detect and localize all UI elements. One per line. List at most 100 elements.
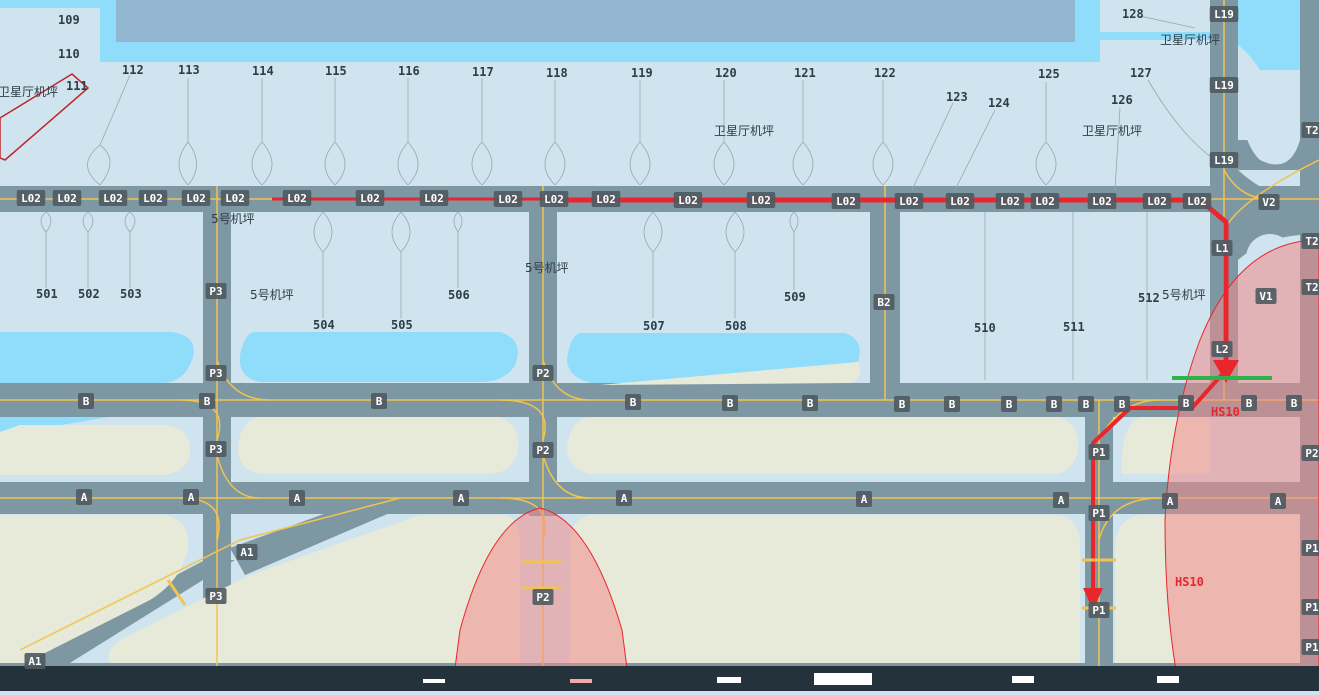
taxiway-label-l02[interactable]: L02 bbox=[494, 191, 523, 207]
stand-number[interactable]: 122 bbox=[874, 66, 896, 80]
stand-number[interactable]: 115 bbox=[325, 64, 347, 78]
taxiway-label-p1[interactable]: P1 bbox=[1302, 599, 1319, 615]
stand-number[interactable]: 128 bbox=[1122, 7, 1144, 21]
taxiway-label-l02[interactable]: L02 bbox=[540, 191, 569, 207]
stand-number[interactable]: 120 bbox=[715, 66, 737, 80]
stand-number[interactable]: 113 bbox=[178, 63, 200, 77]
taxiway-label-b[interactable]: B bbox=[199, 393, 215, 409]
stand-number[interactable]: 506 bbox=[448, 288, 470, 302]
stand-number[interactable]: 512 bbox=[1138, 291, 1160, 305]
taxiway-label-a[interactable]: A bbox=[1053, 492, 1069, 508]
taxiway-label-l02[interactable]: L02 bbox=[1088, 193, 1117, 209]
stand-number[interactable]: 117 bbox=[472, 65, 494, 79]
stand-number[interactable]: 505 bbox=[391, 318, 413, 332]
taxiway-label-l02[interactable]: L02 bbox=[356, 190, 385, 206]
taxiway-label-l19[interactable]: L19 bbox=[1210, 6, 1239, 22]
taxiway-label-l02[interactable]: L02 bbox=[946, 193, 975, 209]
taxiway-label-b[interactable]: B bbox=[1241, 395, 1257, 411]
stand-number[interactable]: 501 bbox=[36, 287, 58, 301]
taxiway-label-b[interactable]: B bbox=[371, 393, 387, 409]
taxiway-label-l1[interactable]: L1 bbox=[1212, 240, 1233, 256]
taxiway-label-b[interactable]: B bbox=[802, 395, 818, 411]
taxiway-label-a1[interactable]: A1 bbox=[237, 544, 258, 560]
taxiway-label-l02[interactable]: L02 bbox=[53, 190, 82, 206]
stand-number[interactable]: 508 bbox=[725, 319, 747, 333]
taxiway-label-b[interactable]: B bbox=[78, 393, 94, 409]
taxiway-label-t2[interactable]: T2 bbox=[1302, 122, 1319, 138]
taxiway-label-b[interactable]: B bbox=[1001, 396, 1017, 412]
stand-number[interactable]: 511 bbox=[1063, 320, 1085, 334]
taxiway-label-a[interactable]: A bbox=[289, 490, 305, 506]
taxiway-label-a[interactable]: A bbox=[1162, 493, 1178, 509]
taxiway-label-p3[interactable]: P3 bbox=[206, 283, 227, 299]
taxiway-label-l19[interactable]: L19 bbox=[1210, 152, 1239, 168]
stand-number[interactable]: 504 bbox=[313, 318, 335, 332]
taxiway-label-l02[interactable]: L02 bbox=[1143, 193, 1172, 209]
taxiway-label-l02[interactable]: L02 bbox=[1183, 193, 1212, 209]
taxiway-label-l02[interactable]: L02 bbox=[139, 190, 168, 206]
taxiway-label-p1[interactable]: P1 bbox=[1089, 444, 1110, 460]
taxiway-label-t2[interactable]: T2 bbox=[1302, 279, 1319, 295]
taxiway-label-b[interactable]: B bbox=[944, 396, 960, 412]
taxiway-label-l02[interactable]: L02 bbox=[747, 192, 776, 208]
taxiway-label-l02[interactable]: L02 bbox=[283, 190, 312, 206]
stand-number[interactable]: 507 bbox=[643, 319, 665, 333]
stand-number[interactable]: 119 bbox=[631, 66, 653, 80]
taxiway-label-p3[interactable]: P3 bbox=[206, 365, 227, 381]
stand-number[interactable]: 125 bbox=[1038, 67, 1060, 81]
taxiway-label-b2[interactable]: B2 bbox=[874, 294, 895, 310]
taxiway-label-l02[interactable]: L02 bbox=[674, 192, 703, 208]
stand-number[interactable]: 123 bbox=[946, 90, 968, 104]
taxiway-label-p1[interactable]: P1 bbox=[1089, 505, 1110, 521]
taxiway-label-p1[interactable]: P1 bbox=[1302, 639, 1319, 655]
taxiway-label-p2[interactable]: P2 bbox=[1302, 445, 1319, 461]
taxiway-label-p1[interactable]: P1 bbox=[1089, 602, 1110, 618]
taxiway-label-p2[interactable]: P2 bbox=[533, 365, 554, 381]
taxiway-label-l02[interactable]: L02 bbox=[99, 190, 128, 206]
taxiway-label-p2[interactable]: P2 bbox=[533, 589, 554, 605]
stand-number[interactable]: 111 bbox=[66, 79, 88, 93]
taxiway-label-p3[interactable]: P3 bbox=[206, 588, 227, 604]
taxiway-label-b[interactable]: B bbox=[625, 394, 641, 410]
taxiway-label-l02[interactable]: L02 bbox=[592, 191, 621, 207]
stand-number[interactable]: 121 bbox=[794, 66, 816, 80]
stand-number[interactable]: 124 bbox=[988, 96, 1010, 110]
stand-number[interactable]: 509 bbox=[784, 290, 806, 304]
taxiway-label-a1[interactable]: A1 bbox=[25, 653, 46, 669]
taxiway-label-l19[interactable]: L19 bbox=[1210, 77, 1239, 93]
taxiway-label-l2[interactable]: L2 bbox=[1212, 341, 1233, 357]
taxiway-label-b[interactable]: B bbox=[1114, 396, 1130, 412]
taxiway-label-b[interactable]: B bbox=[1078, 396, 1094, 412]
taxiway-label-a[interactable]: A bbox=[76, 489, 92, 505]
taxiway-label-l02[interactable]: L02 bbox=[1031, 193, 1060, 209]
taxiway-label-p3[interactable]: P3 bbox=[206, 441, 227, 457]
taxiway-label-l02[interactable]: L02 bbox=[832, 193, 861, 209]
stand-number[interactable]: 112 bbox=[122, 63, 144, 77]
stand-number[interactable]: 510 bbox=[974, 321, 996, 335]
taxiway-label-b[interactable]: B bbox=[1178, 395, 1194, 411]
taxiway-label-p1[interactable]: P1 bbox=[1302, 540, 1319, 556]
stand-number[interactable]: 127 bbox=[1130, 66, 1152, 80]
taxiway-label-l02[interactable]: L02 bbox=[996, 193, 1025, 209]
stand-number[interactable]: 116 bbox=[398, 64, 420, 78]
stand-number[interactable]: 126 bbox=[1111, 93, 1133, 107]
taxiway-label-a[interactable]: A bbox=[616, 490, 632, 506]
taxiway-label-a[interactable]: A bbox=[453, 490, 469, 506]
taxiway-label-l02[interactable]: L02 bbox=[182, 190, 211, 206]
taxiway-label-l02[interactable]: L02 bbox=[420, 190, 449, 206]
taxiway-label-b[interactable]: B bbox=[1286, 395, 1302, 411]
taxiway-label-p2[interactable]: P2 bbox=[533, 442, 554, 458]
taxiway-label-a[interactable]: A bbox=[856, 491, 872, 507]
taxiway-label-l02[interactable]: L02 bbox=[895, 193, 924, 209]
taxiway-label-b[interactable]: B bbox=[1046, 396, 1062, 412]
stand-number[interactable]: 502 bbox=[78, 287, 100, 301]
stand-number[interactable]: 110 bbox=[58, 47, 80, 61]
stand-number[interactable]: 114 bbox=[252, 64, 274, 78]
taxiway-label-a[interactable]: A bbox=[183, 489, 199, 505]
taxiway-label-t2[interactable]: T2 bbox=[1302, 233, 1319, 249]
stand-number[interactable]: 503 bbox=[120, 287, 142, 301]
taxiway-label-l02[interactable]: L02 bbox=[221, 190, 250, 206]
taxiway-label-b[interactable]: B bbox=[722, 395, 738, 411]
taxiway-label-b[interactable]: B bbox=[894, 396, 910, 412]
